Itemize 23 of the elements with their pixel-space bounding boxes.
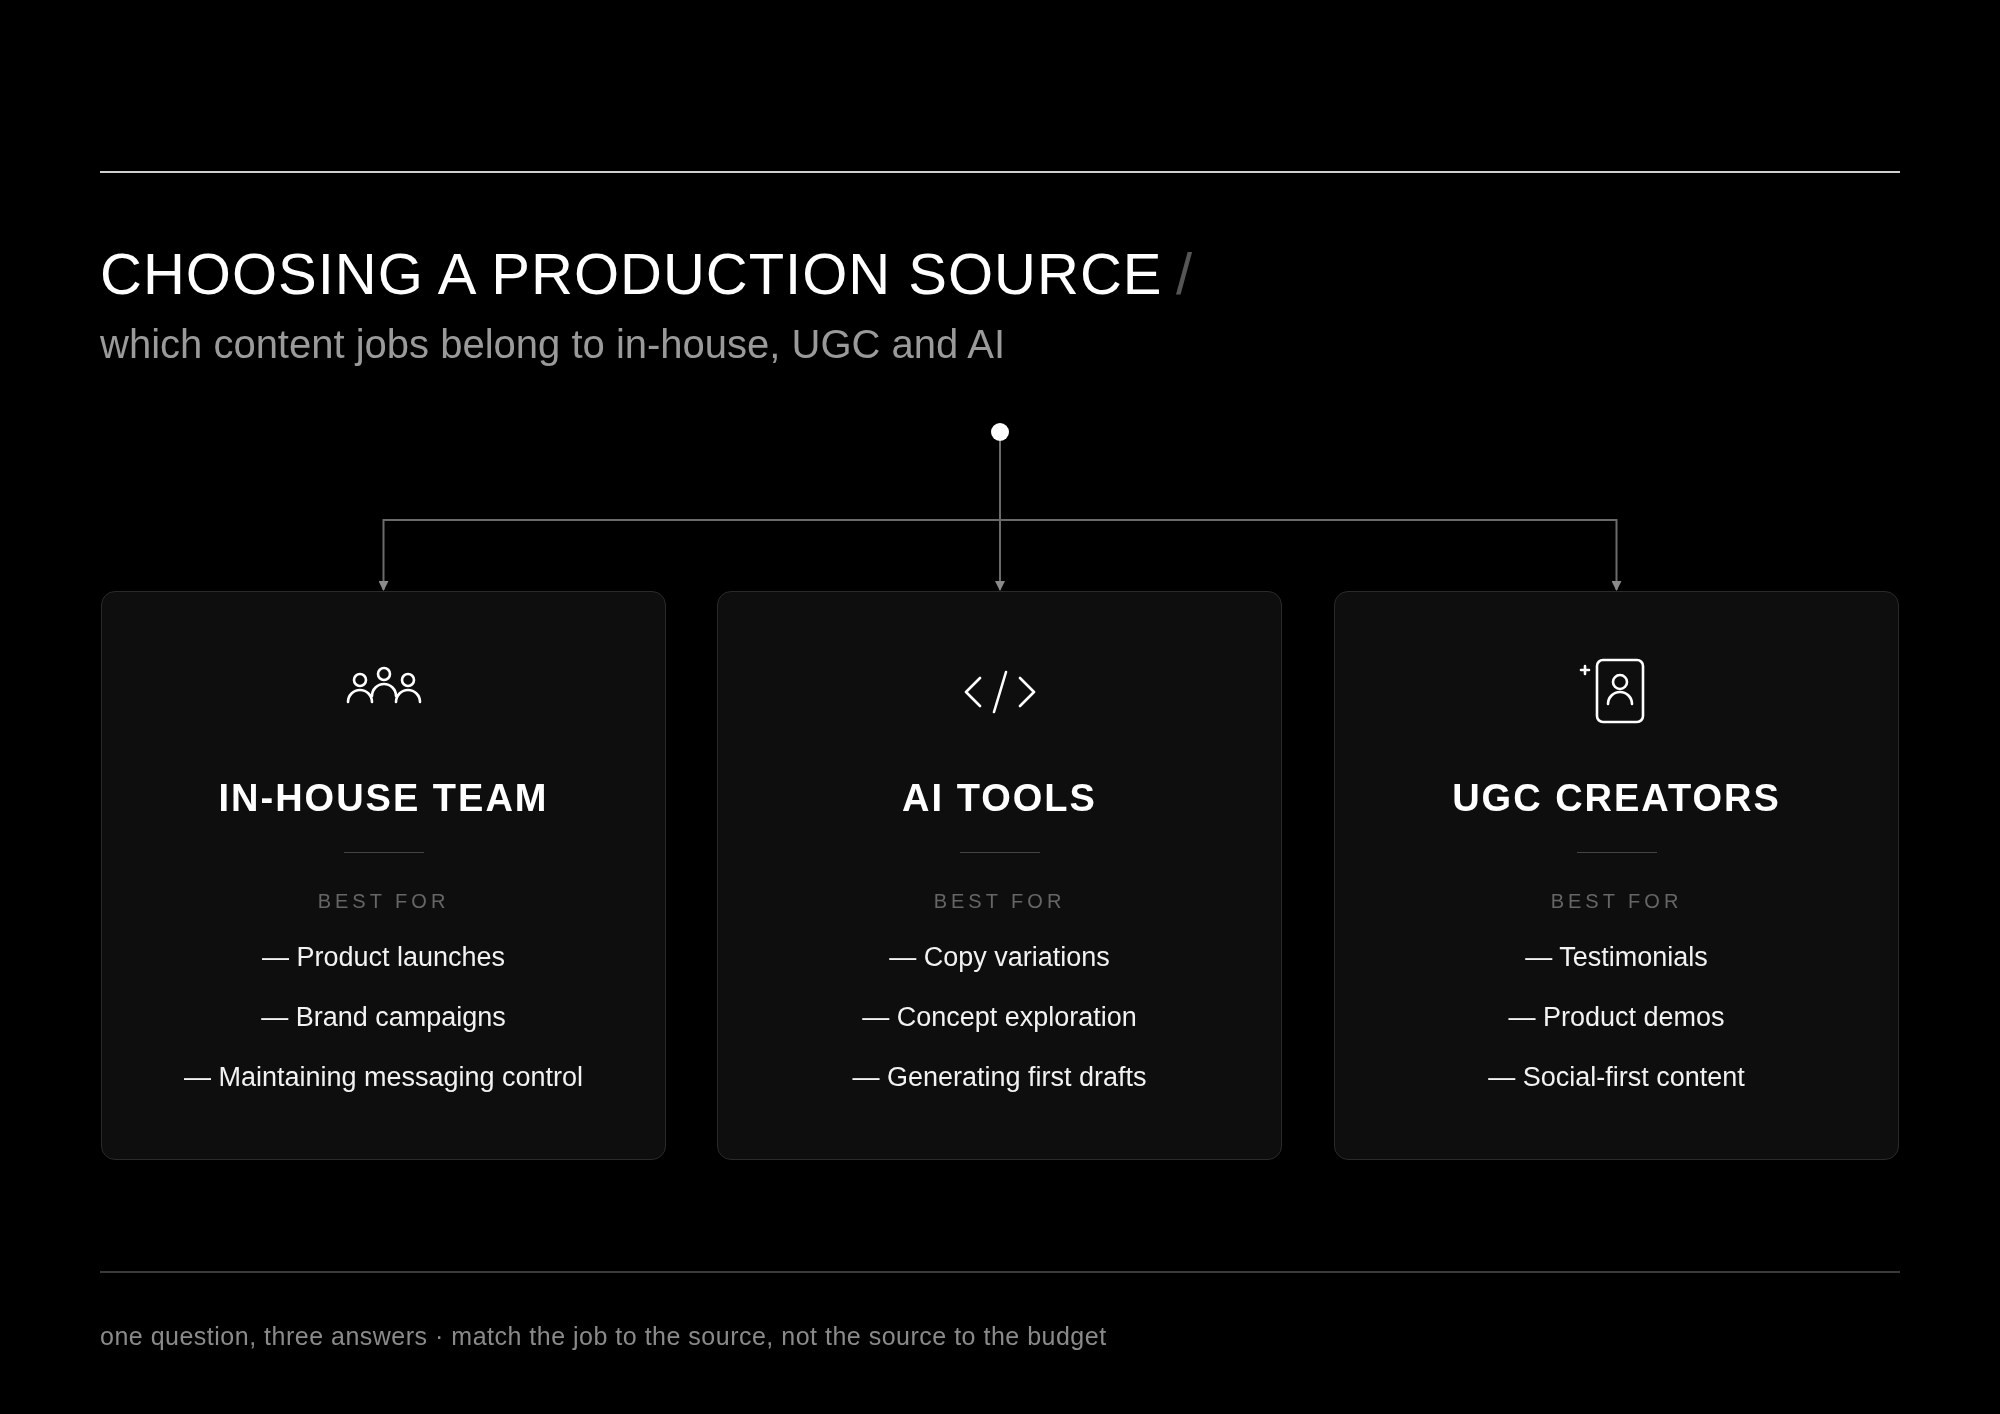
circle-node: [991, 423, 1009, 441]
list-item: — Social-first content: [1487, 1062, 1746, 1093]
section-label: BEST FOR: [316, 890, 451, 913]
option-card: [101, 591, 666, 1160]
list-item: — Product launches: [260, 942, 507, 973]
list-item: — Brand campaigns: [260, 1002, 507, 1033]
list-item: — Testimonials: [1524, 942, 1709, 973]
option-card: [1334, 591, 1899, 1160]
title-slash: /: [1176, 240, 1193, 307]
card-heading: UGC CREATORS: [1451, 777, 1782, 820]
card-heading: IN-HOUSE TEAM: [217, 777, 550, 820]
section-label: BEST FOR: [1549, 890, 1684, 913]
list-item: — Maintaining messaging control: [182, 1062, 585, 1093]
subtitle: which content jobs belong to in-house, UGC and AI: [100, 322, 1005, 367]
list-item: — Generating first drafts: [851, 1062, 1148, 1093]
list-item: — Product demos: [1507, 1002, 1726, 1033]
list-item: — Copy variations: [888, 942, 1111, 973]
section-label: BEST FOR: [932, 890, 1067, 913]
option-card: [717, 591, 1282, 1160]
card-heading: AI TOOLS: [901, 777, 1098, 820]
footer-note: one question, three answers · match the job to the source, not the source to the budget: [100, 1322, 1107, 1351]
list-item: — Concept exploration: [861, 1002, 1138, 1033]
diagram-title: CHOOSING A PRODUCTION SOURCE: [100, 240, 1163, 307]
